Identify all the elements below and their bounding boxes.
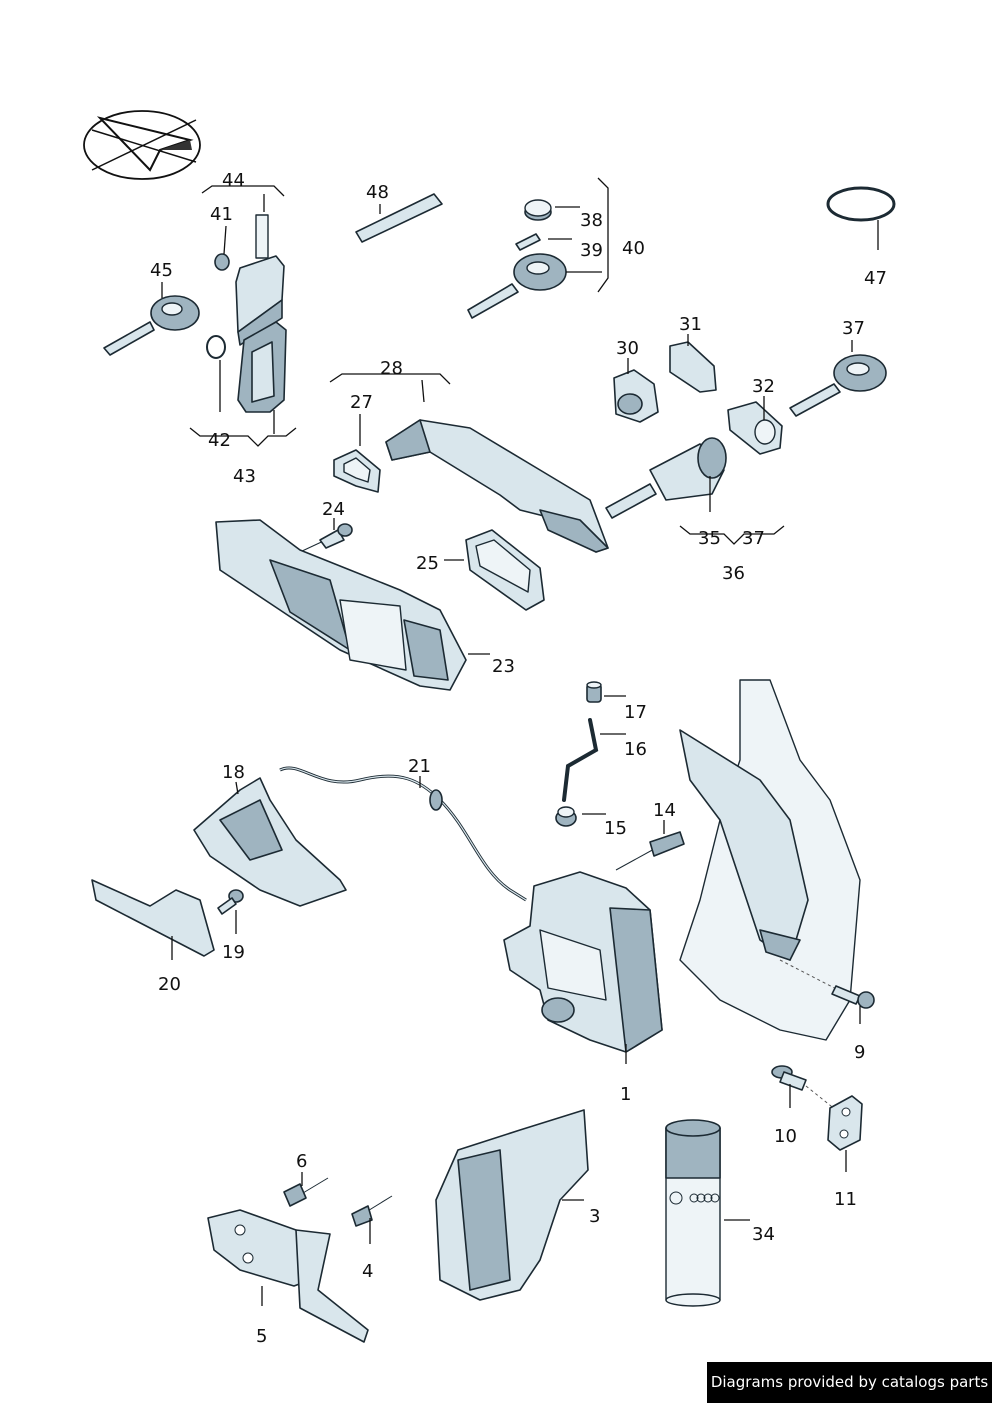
o-ring-41	[214, 253, 230, 271]
callout-44: 44	[222, 170, 245, 191]
door-lock-1	[503, 871, 663, 1053]
striker-11	[827, 1095, 863, 1151]
callout-38: 38	[580, 210, 603, 231]
seal-25	[465, 529, 545, 611]
callout-32: 32	[752, 376, 775, 397]
callout-37-group: 37	[742, 528, 765, 549]
callout-47: 47	[864, 268, 887, 289]
key-blade-44	[235, 214, 285, 346]
callout-3: 3	[589, 1206, 600, 1227]
callout-31: 31	[679, 314, 702, 335]
callout-48: 48	[366, 182, 389, 203]
trim-strip-48	[355, 193, 443, 243]
rod-16	[562, 718, 599, 802]
callout-labels: 44 41 45 42 43 48 38 39 40 47 28 27 30 3…	[150, 170, 887, 1347]
handle-bracket-23	[215, 519, 467, 691]
bracket-18	[193, 777, 347, 907]
callout-35: 35	[698, 528, 721, 549]
remote-housing-43	[237, 321, 287, 413]
callout-24: 24	[322, 499, 345, 520]
callout-28: 28	[380, 358, 403, 379]
plug-17	[586, 681, 602, 703]
group-brackets	[189, 177, 785, 545]
o-ring-42	[206, 335, 226, 359]
callout-23: 23	[492, 656, 515, 677]
grommet-15	[555, 806, 577, 827]
callout-19: 19	[222, 942, 245, 963]
callout-10: 10	[774, 1126, 797, 1147]
cover-31	[669, 341, 717, 393]
rivet-6	[283, 1177, 329, 1207]
callout-14: 14	[653, 800, 676, 821]
callout-40: 40	[622, 238, 645, 259]
door-frame	[679, 679, 861, 1041]
callout-36: 36	[722, 563, 745, 584]
callout-20: 20	[158, 974, 181, 995]
pin-39	[515, 233, 541, 251]
callout-34: 34	[752, 1224, 775, 1245]
callout-17: 17	[624, 702, 647, 723]
callout-25: 25	[416, 553, 439, 574]
cable-21	[279, 766, 527, 902]
callout-41: 41	[210, 204, 233, 225]
seal-27	[333, 449, 381, 493]
callout-27: 27	[350, 392, 373, 413]
callout-39: 39	[580, 240, 603, 261]
lock-cylinder-35	[605, 437, 727, 519]
key-45	[103, 295, 200, 356]
pin-14	[615, 831, 685, 871]
callout-9: 9	[854, 1042, 865, 1063]
callout-1: 1	[620, 1084, 631, 1105]
callout-5: 5	[256, 1326, 267, 1347]
screw-24	[299, 523, 353, 553]
battery-38	[524, 199, 552, 221]
callout-42: 42	[208, 430, 231, 451]
callout-16: 16	[624, 739, 647, 760]
bracket-3	[435, 1109, 589, 1301]
callout-45: 45	[150, 260, 173, 281]
credit-banner: Diagrams provided by catalogs parts	[707, 1362, 992, 1403]
leader-lines	[161, 194, 879, 1306]
key-40	[467, 253, 567, 319]
bracket-5	[207, 1209, 369, 1343]
cap-30	[613, 369, 659, 423]
callout-21: 21	[408, 756, 431, 777]
orientation-arrow-icon	[83, 110, 201, 180]
door-handle-28	[385, 419, 609, 553]
bolt-10	[771, 1065, 837, 1111]
callout-30: 30	[616, 338, 639, 359]
callout-6: 6	[296, 1151, 307, 1172]
rivet-4	[351, 1195, 393, 1227]
bolt-9	[831, 985, 875, 1009]
callout-18: 18	[222, 762, 245, 783]
key-37	[789, 354, 887, 417]
aerosol-can-34	[665, 1119, 721, 1307]
screw-19	[217, 889, 244, 915]
ring-47	[826, 186, 896, 222]
callout-15: 15	[604, 818, 627, 839]
callout-4: 4	[362, 1261, 373, 1282]
bracket-32	[727, 401, 783, 455]
callout-43: 43	[233, 466, 256, 487]
callout-11: 11	[834, 1189, 857, 1210]
callout-37-key: 37	[842, 318, 865, 339]
cover-20	[91, 879, 215, 957]
